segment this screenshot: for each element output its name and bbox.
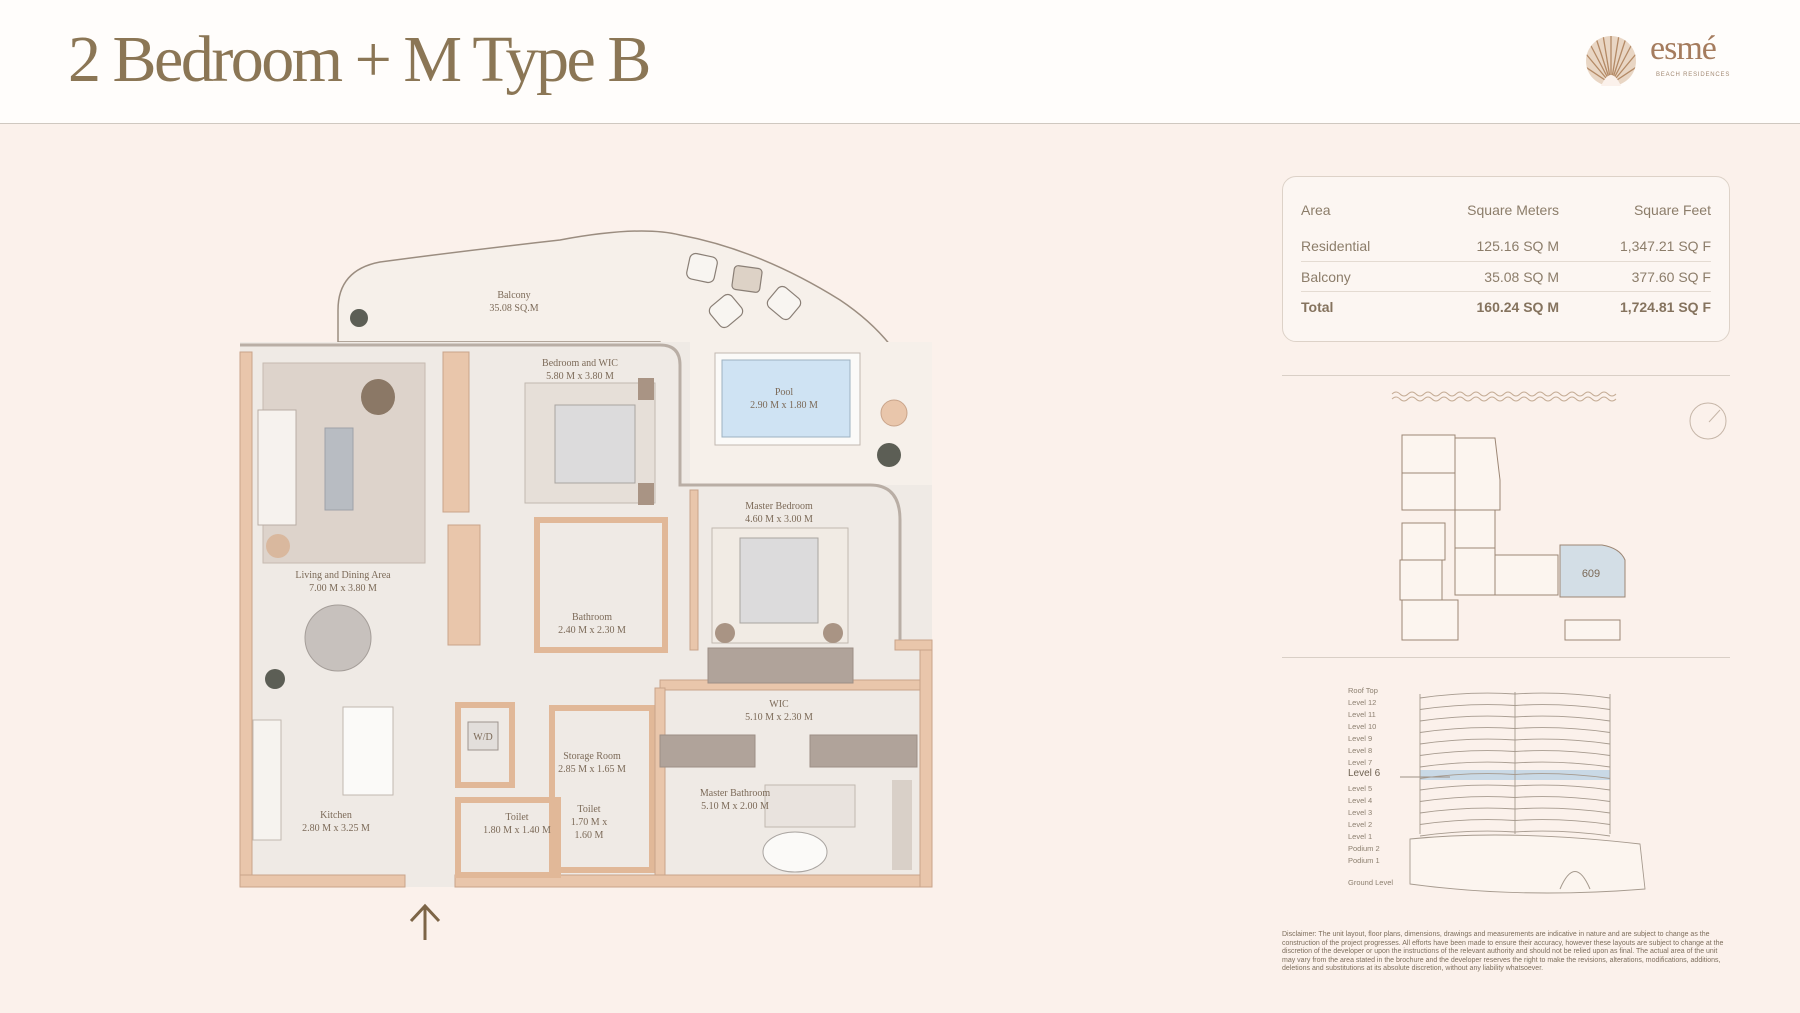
toilet2-size-2: 1.60 M <box>575 830 604 841</box>
bathroom-label: Bathroom <box>572 612 612 623</box>
master-bedroom-size: 4.60 M x 3.00 M <box>745 514 813 525</box>
level-label: Ground Level <box>1348 878 1394 887</box>
level-label: Level 11 <box>1348 710 1376 719</box>
kitchen-island <box>342 706 394 796</box>
level-label: Roof Top <box>1348 686 1378 695</box>
master-bedroom-label: Master Bedroom <box>745 501 813 512</box>
divider <box>1282 375 1730 376</box>
kitchen-label: Kitchen <box>320 810 352 821</box>
page-title: 2 Bedroom + M Type B <box>68 23 651 96</box>
row-sqm: 35.08 SQ M <box>1484 269 1559 285</box>
pool-label: Pool <box>775 387 794 398</box>
row-area: Balcony <box>1301 269 1351 285</box>
column-header-sqft: Square Feet <box>1633 202 1711 218</box>
row-sqft: 377.60 SQ F <box>1631 269 1711 285</box>
building-elevation <box>1400 692 1646 894</box>
storage-size: 2.85 M x 1.65 M <box>558 764 626 775</box>
unit-609-highlight <box>1559 544 1626 598</box>
master-bathroom-size: 5.10 M x 2.00 M <box>701 801 769 812</box>
pool-size: 2.90 M x 1.80 M <box>750 400 818 411</box>
table-row: Residential 125.16 SQ M 1,347.21 SQ F <box>1301 231 1711 261</box>
toilet1-size: 1.80 M x 1.40 M <box>483 825 551 836</box>
entrance-arrow-icon <box>409 903 441 940</box>
wic-size: 5.10 M x 2.30 M <box>745 712 813 723</box>
walls <box>239 351 933 888</box>
level-label: Level 3 <box>1348 808 1373 817</box>
level-label: Level 1 <box>1348 832 1373 841</box>
page-header: 2 Bedroom + M Type B esmé BEACH RESIDENC… <box>0 0 1800 124</box>
esme-logo: esmé BEACH RESIDENCES <box>1584 30 1734 90</box>
row-sqft: 1,347.21 SQ F <box>1619 238 1711 254</box>
balcony-size: 35.08 SQ.M <box>489 303 538 314</box>
bedroom-label: Bedroom and WIC <box>542 358 618 369</box>
level-label: Level 2 <box>1348 820 1373 829</box>
toilet2-label: Toilet <box>577 804 600 815</box>
unit-number: 609 <box>1582 568 1600 580</box>
balcony-label: Balcony <box>497 290 530 301</box>
dining-table <box>304 604 372 672</box>
living-size: 7.00 M x 3.80 M <box>309 583 377 594</box>
master-bathroom-label: Master Bathroom <box>700 788 770 799</box>
wic-label: WIC <box>769 699 789 710</box>
compass-icon <box>1689 402 1727 440</box>
bathtub <box>762 831 828 873</box>
table-row: Balcony 35.08 SQ M 377.60 SQ F <box>1301 261 1711 292</box>
level-label: Level 7 <box>1348 758 1373 767</box>
kitchen-size: 2.80 M x 3.25 M <box>302 823 370 834</box>
area-table: Area Square Meters Square Feet Residenti… <box>1282 176 1730 342</box>
level-label: Level 6 <box>1348 768 1381 779</box>
table-header: Area Square Meters Square Feet <box>1301 195 1711 225</box>
plant-icons <box>265 309 901 689</box>
level-label: Level 5 <box>1348 784 1373 793</box>
divider <box>1282 657 1730 658</box>
column-header-area: Area <box>1301 202 1331 218</box>
row-area: Residential <box>1301 238 1371 254</box>
disclaimer-text: Disclaimer: The unit layout, floor plans… <box>1282 931 1724 973</box>
row-sqm: 125.16 SQ M <box>1476 238 1560 254</box>
table-row-total: Total 160.24 SQ M 1,724.81 SQ F <box>1301 291 1711 322</box>
level-label: Level 9 <box>1348 734 1373 743</box>
row-area: Total <box>1301 299 1334 315</box>
logo-tagline: BEACH RESIDENCES <box>1656 72 1731 78</box>
bedroom-size: 5.80 M x 3.80 M <box>546 371 614 382</box>
logo-wordmark: esmé <box>1650 30 1717 67</box>
level-label: Level 8 <box>1348 746 1373 755</box>
key-plan: 609 <box>1391 391 1727 641</box>
row-sqft: 1,724.81 SQ F <box>1619 299 1711 315</box>
column-header-sqm: Square Meters <box>1467 202 1559 218</box>
master-bed <box>739 537 819 624</box>
bathroom-size: 2.40 M x 2.30 M <box>558 625 626 636</box>
storage-label: Storage Room <box>563 751 621 762</box>
level-label: Level 12 <box>1348 698 1377 707</box>
level-label: Level 4 <box>1348 796 1373 805</box>
bed <box>554 404 636 484</box>
coffee-table <box>324 427 354 511</box>
shell-emblem-icon <box>1586 36 1636 86</box>
living-label: Living and Dining Area <box>295 570 391 581</box>
toilet1-label: Toilet <box>505 812 528 823</box>
toilet2-size-1: 1.70 M x <box>571 817 607 828</box>
level-label: Podium 2 <box>1348 844 1380 853</box>
row-sqm: 160.24 SQ M <box>1476 299 1560 315</box>
balcony-chairs <box>686 252 802 329</box>
sea-waves-icon <box>1391 391 1617 402</box>
sofa <box>257 409 297 526</box>
level-label: Podium 1 <box>1348 856 1380 865</box>
wd-label: W/D <box>473 732 492 743</box>
level-label: Level 10 <box>1348 722 1377 731</box>
